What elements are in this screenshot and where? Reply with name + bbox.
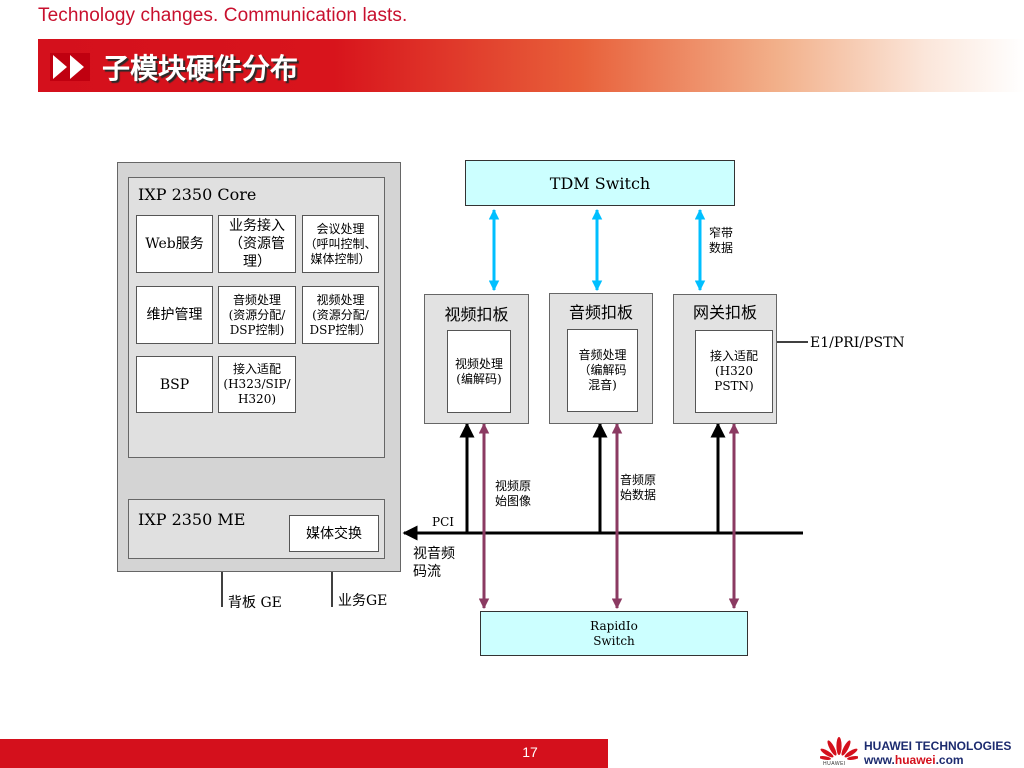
page-number: 17	[522, 744, 538, 760]
audio-processing-box: 音频处理 (资源分配/ DSP控制)	[218, 286, 296, 344]
narrowband-data-label: 窄带 数据	[709, 226, 734, 255]
e1-pri-pstn-label: E1/PRI/PSTN	[810, 335, 905, 351]
gateway-board-title: 网关扣板	[692, 303, 757, 322]
tdm-switch-box: TDM Switch	[465, 160, 735, 206]
video-codec-box: 视频处理 (编解码)	[447, 330, 511, 413]
audio-codec-box: 音频处理 （编解码 混音)	[567, 329, 638, 412]
rapidio-switch-box: RapidIo Switch	[480, 611, 748, 656]
huawei-logo-icon	[820, 737, 858, 760]
website-prefix: www.	[864, 753, 895, 767]
title-bar	[38, 39, 1024, 92]
av-stream-label: 视音频 码流	[413, 546, 455, 580]
conference-processing-box: 会议处理 （呼叫控制、 媒体控制）	[302, 215, 379, 273]
audio-board-title: 音频扣板	[568, 303, 633, 322]
pci-label: PCI	[432, 515, 454, 529]
page-title: 子模块硬件分布	[102, 52, 299, 85]
video-board-title: 视频扣板	[444, 305, 509, 324]
maintenance-box: 维护管理	[136, 286, 213, 344]
company-website[interactable]: www.huawei.com	[864, 753, 964, 767]
video-raw-label: 视频原 始图像	[495, 479, 532, 508]
ixp-core-label: IXP 2350 Core	[138, 185, 257, 204]
media-switch-box: 媒体交换	[289, 515, 379, 552]
double-arrow-icon	[50, 53, 90, 81]
ixp-me-label: IXP 2350 ME	[138, 510, 246, 529]
video-processing-box: 视频处理 (资源分配/ DSP控制）	[302, 286, 379, 344]
footer-bar	[0, 739, 608, 768]
service-access-box: 业务接入 （资源管理）	[218, 215, 296, 273]
gateway-adaptation-box: 接入适配 (H320 PSTN)	[695, 330, 773, 413]
web-service-box: Web服务	[136, 215, 213, 273]
logo-wordmark: HUAWEI	[823, 761, 846, 767]
access-adaptation-box: 接入适配 (H323/SIP/ H320)	[218, 356, 296, 413]
backplane-ge-label: 背板 GE	[228, 595, 282, 611]
website-brand: huawei	[894, 753, 936, 767]
website-suffix: .com	[935, 753, 964, 767]
bsp-box: BSP	[136, 356, 213, 413]
company-name: HUAWEI TECHNOLOGIES	[864, 739, 1012, 753]
tagline: Technology changes. Communication lasts.	[38, 5, 408, 26]
service-ge-label: 业务GE	[338, 593, 388, 609]
audio-raw-label: 音频原 始数据	[620, 473, 657, 502]
